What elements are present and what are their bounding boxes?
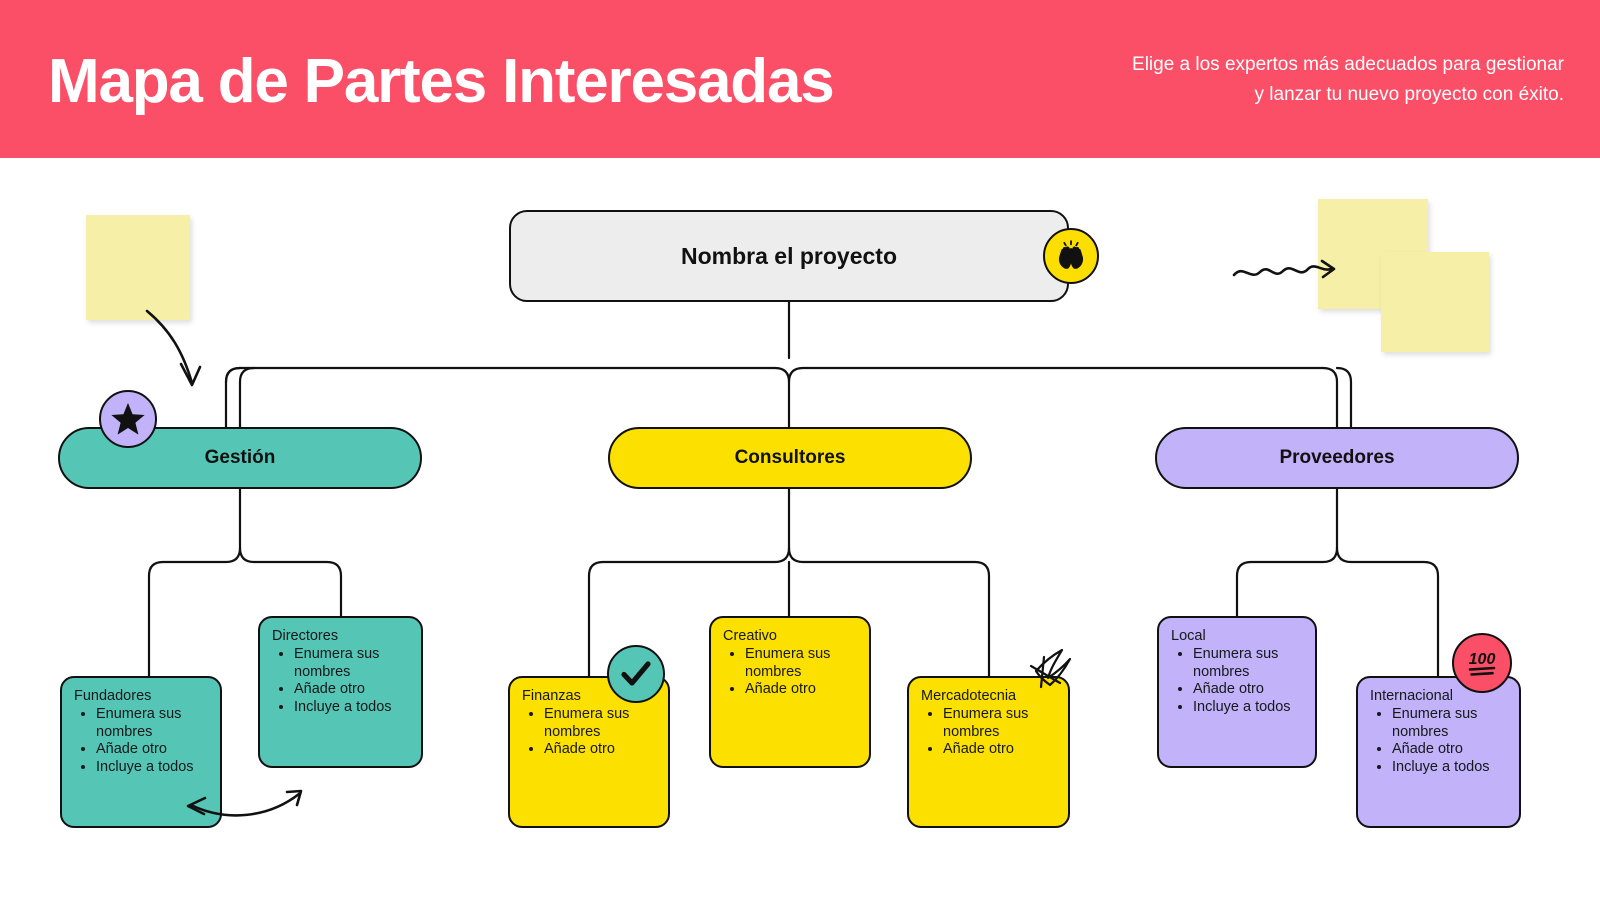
card-title: Fundadores xyxy=(74,688,152,704)
list-item[interactable]: Enumera sus nombres xyxy=(745,646,857,681)
list-item[interactable]: Enumera sus nombres xyxy=(544,706,656,741)
list-item[interactable]: Incluye a todos xyxy=(294,699,409,717)
list-item[interactable]: Enumera sus nombres xyxy=(1193,646,1303,681)
list-item[interactable]: Añade otro xyxy=(1392,741,1507,759)
branch-node-consultores[interactable]: Consultores xyxy=(608,427,972,489)
list-item[interactable]: Añade otro xyxy=(294,681,409,699)
card-bullet-list: Enumera sus nombres Añade otro xyxy=(522,706,656,759)
card-bullet-list: Enumera sus nombres Añade otro xyxy=(921,706,1056,759)
squiggle-arrow-right xyxy=(1232,265,1333,277)
card-title: Internacional xyxy=(1370,688,1454,704)
card-creativo[interactable]: Creativo Enumera sus nombres Añade otro xyxy=(709,616,871,768)
card-local[interactable]: Local Enumera sus nombres Añade otro Inc… xyxy=(1157,616,1317,768)
check-mark-icon xyxy=(607,645,665,703)
page-title: Mapa de Partes Interesadas xyxy=(48,47,835,116)
card-bullet-list: Enumera sus nombres Añade otro Incluye a… xyxy=(74,706,208,776)
list-item[interactable]: Añade otro xyxy=(943,741,1056,759)
card-title: Mercadotecnia xyxy=(921,688,1017,704)
root-node[interactable]: Nombra el proyecto xyxy=(509,210,1069,302)
curved-arrow-down xyxy=(145,309,194,385)
card-fundadores[interactable]: Fundadores Enumera sus nombres Añade otr… xyxy=(60,676,222,828)
card-bullet-list: Enumera sus nombres Añade otro xyxy=(723,646,857,699)
card-title: Finanzas xyxy=(522,688,581,704)
list-item[interactable]: Enumera sus nombres xyxy=(943,706,1056,741)
list-item[interactable]: Enumera sus nombres xyxy=(96,706,208,741)
sticky-note-top-right-front[interactable] xyxy=(1381,252,1489,352)
hundred-label: 100 xyxy=(1469,651,1496,668)
hundred-points-icon: 100 xyxy=(1452,633,1512,693)
card-bullet-list: Enumera sus nombres Añade otro Incluye a… xyxy=(1171,646,1303,716)
list-item[interactable]: Añade otro xyxy=(96,741,208,759)
star-icon xyxy=(99,390,157,448)
list-item[interactable]: Enumera sus nombres xyxy=(1392,706,1507,741)
list-item[interactable]: Incluye a todos xyxy=(1193,699,1303,717)
card-bullet-list: Enumera sus nombres Añade otro Incluye a… xyxy=(272,646,409,716)
branch-label-consultores: Consultores xyxy=(734,447,846,468)
clapping-hands-icon xyxy=(1043,228,1099,284)
list-item[interactable]: Añade otro xyxy=(745,681,857,699)
card-mercadotecnia[interactable]: Mercadotecnia Enumera sus nombres Añade … xyxy=(907,676,1070,828)
list-item[interactable]: Añade otro xyxy=(1193,681,1303,699)
card-bullet-list: Enumera sus nombres Añade otro Incluye a… xyxy=(1370,706,1507,776)
list-item[interactable]: Incluye a todos xyxy=(1392,759,1507,777)
branch-node-proveedores[interactable]: Proveedores xyxy=(1155,427,1519,489)
card-title: Directores xyxy=(272,628,339,644)
card-directores[interactable]: Directores Enumera sus nombres Añade otr… xyxy=(258,616,423,768)
page-header: Mapa de Partes Interesadas Elige a los e… xyxy=(0,0,1600,158)
root-node-label: Nombra el proyecto xyxy=(681,242,897,269)
list-item[interactable]: Enumera sus nombres xyxy=(294,646,409,681)
card-title: Local xyxy=(1171,628,1206,644)
branch-label-proveedores: Proveedores xyxy=(1279,447,1395,468)
card-title: Creativo xyxy=(723,628,777,644)
sticky-note-left[interactable] xyxy=(86,215,190,320)
list-item[interactable]: Incluye a todos xyxy=(96,759,208,777)
card-internacional[interactable]: Internacional Enumera sus nombres Añade … xyxy=(1356,676,1521,828)
branch-label-gestion: Gestión xyxy=(204,447,276,468)
page-subtitle: Elige a los expertos más adecuados para … xyxy=(1132,54,1564,105)
list-item[interactable]: Añade otro xyxy=(544,741,656,759)
